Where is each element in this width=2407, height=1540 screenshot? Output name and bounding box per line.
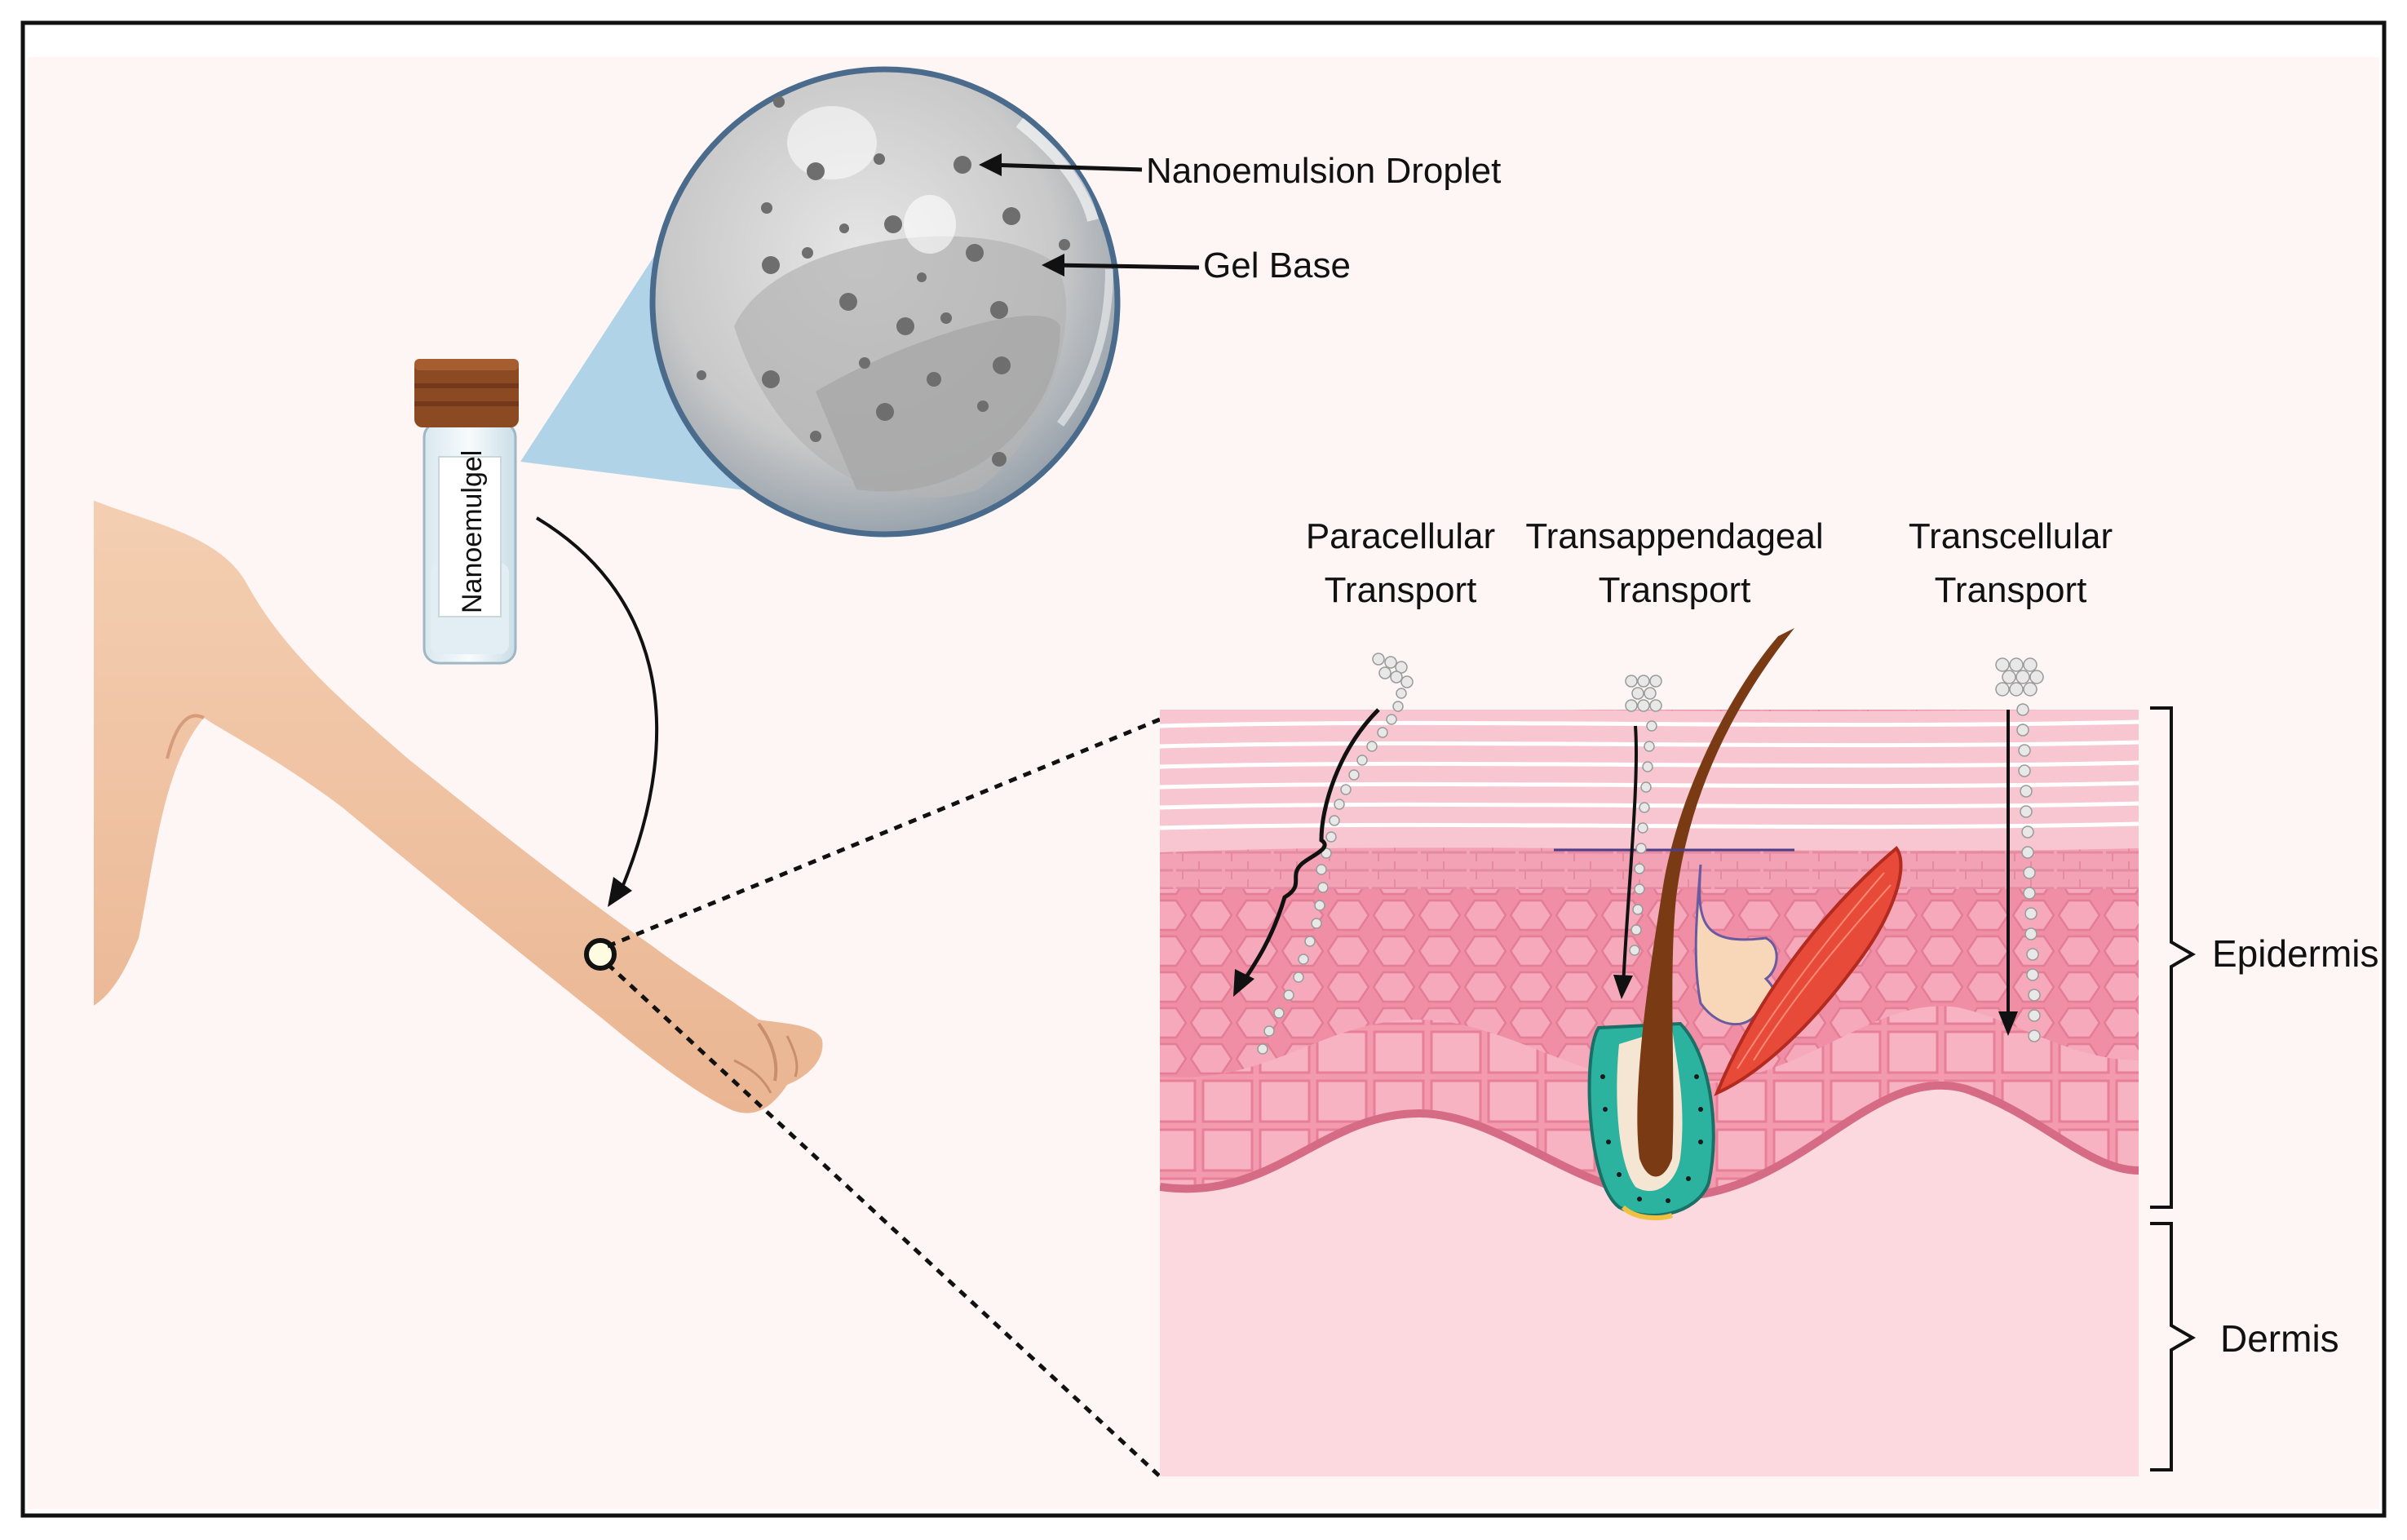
nanoemulsion-droplet-label: Nanoemulsion Droplet — [1146, 151, 1501, 191]
transcellular-label-line2: Transport — [1935, 570, 2087, 610]
application-site-marker — [584, 938, 617, 971]
dermis-bracket — [2150, 1222, 2197, 1471]
magnifier-circle — [649, 66, 1121, 538]
transappendageal-pathway — [1613, 675, 1662, 999]
transcellular-pathway — [1995, 657, 2044, 1042]
transappendageal-label-line1: Transappendageal — [1525, 516, 1823, 556]
gel-callout-line — [1051, 263, 1200, 270]
application-arrowhead — [608, 877, 632, 907]
zoom-line-bottom — [606, 962, 1161, 1478]
vial-icon: Nanoemulgel — [414, 359, 519, 665]
zoom-line-top — [607, 717, 1161, 949]
epidermis-label: Epidermis — [2212, 932, 2379, 975]
epidermis-bracket — [2150, 706, 2197, 1209]
arrector-pili-muscle — [1714, 846, 1903, 1096]
nanoemulsion-droplets — [697, 96, 1070, 467]
arm-illustration — [61, 493, 823, 1113]
paracellular-label-line1: Paracellular — [1306, 516, 1495, 556]
droplet-callout-arrowhead — [979, 153, 1002, 176]
paracellular-pathway — [1233, 653, 1414, 1055]
gel-callout-arrowhead — [1042, 254, 1064, 277]
dermis-label: Dermis — [2220, 1317, 2339, 1360]
application-arrow — [535, 516, 659, 894]
paracellular-label-line2: Transport — [1325, 570, 1477, 610]
droplet-callout-line — [988, 162, 1143, 172]
transcellular-label-line1: Transcellular — [1909, 516, 2113, 556]
vial-label: Nanoemulgel — [457, 450, 488, 613]
transappendageal-label-line2: Transport — [1599, 570, 1751, 610]
hair-follicle — [1554, 628, 1794, 1220]
gel-base-label: Gel Base — [1203, 246, 1351, 285]
